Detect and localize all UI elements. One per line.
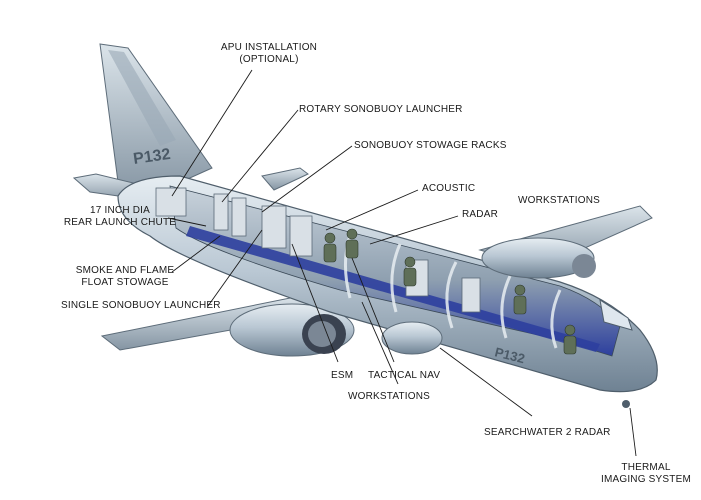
label-radar: RADAR	[462, 209, 499, 220]
label-acoustic: ACOUSTIC	[422, 183, 476, 194]
label-smoke-line2: FLOAT STOWAGE	[81, 277, 169, 288]
searchwater-radome	[381, 321, 443, 355]
leader-lines	[167, 69, 637, 457]
label-tactical-nav: TACTICAL NAV	[368, 370, 441, 381]
fuselage-code: P132	[493, 344, 526, 366]
label-smoke-line1: SMOKE AND FLAME	[75, 265, 175, 276]
label-apu-line2: (OPTIONAL)	[239, 54, 299, 65]
label-searchwater-radar: SEARCHWATER 2 RADAR	[484, 427, 611, 438]
tail-fin: P132	[99, 43, 213, 197]
thermal-turret	[622, 400, 630, 408]
right-engine-nacelle	[481, 237, 596, 279]
label-workstations-bottom: WORKSTATIONS	[348, 391, 431, 402]
label-single-sonobuoy-launcher: SINGLE SONOBUOY LAUNCHER	[61, 300, 221, 311]
label-esm: ESM	[331, 370, 354, 381]
label-sonobuoy-stowage-racks: SONOBUOY STOWAGE RACKS	[354, 140, 507, 151]
label-thermal-line2: IMAGING SYSTEM	[600, 474, 692, 485]
label-smoke-flame-float: SMOKE AND FLAME FLOAT STOWAGE	[70, 265, 180, 289]
label-thermal-line1: THERMAL	[621, 462, 671, 473]
label-apu: APU INSTALLATION (OPTIONAL)	[214, 42, 324, 66]
cockpit-windows	[599, 298, 633, 331]
label-chute-line1: 17 INCH DIA	[90, 205, 150, 216]
tailplane-right	[261, 167, 309, 191]
tail-code: P132	[132, 146, 171, 168]
left-engine-nacelle	[229, 303, 355, 357]
label-thermal-imaging: THERMAL IMAGING SYSTEM	[596, 462, 696, 486]
fuselage-frames	[343, 229, 562, 349]
label-chute-line2: REAR LAUNCH CHUTE	[63, 217, 177, 228]
label-rotary-sonobuoy-launcher: ROTARY SONOBUOY LAUNCHER	[299, 104, 463, 115]
label-apu-line1: APU INSTALLATION	[220, 42, 318, 53]
label-workstations-top: WORKSTATIONS	[518, 195, 601, 206]
label-rear-launch-chute: 17 INCH DIA REAR LAUNCH CHUTE	[60, 205, 180, 229]
crew-figures	[323, 228, 577, 355]
equipment-racks	[155, 187, 481, 313]
